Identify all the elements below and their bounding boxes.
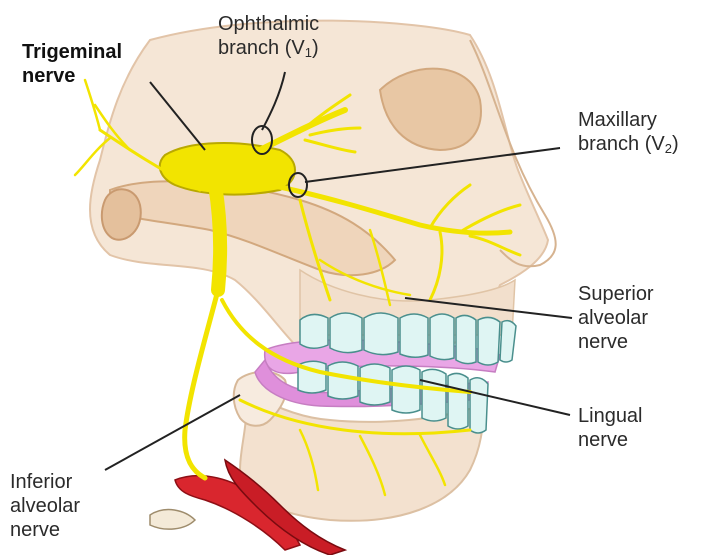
inferior-alveolar-leader — [105, 395, 240, 470]
lower-tooth — [422, 369, 446, 421]
label-line: nerve — [22, 64, 122, 88]
label-text: branch (V — [578, 133, 665, 155]
label-line: Superior — [578, 282, 654, 306]
lower-tooth — [470, 378, 488, 433]
label-line: alveolar — [578, 306, 654, 330]
label-lingual-nerve: Lingual nerve — [578, 404, 643, 452]
label-subscript: 2 — [665, 141, 672, 156]
label-text: branch (V — [218, 37, 305, 59]
ear-canal — [102, 189, 141, 239]
label-line: Ophthalmic — [218, 12, 319, 36]
label-subscript: 1 — [305, 45, 312, 60]
label-line: branch (V2) — [578, 132, 679, 161]
inferior-alveolar-nerve — [185, 290, 218, 478]
label-inferior-alveolar-nerve: Inferior alveolar nerve — [10, 470, 80, 542]
label-text: ) — [312, 37, 319, 59]
upper-tooth — [456, 315, 476, 363]
hyoid-tendon — [150, 510, 195, 530]
upper-tooth — [330, 313, 362, 353]
label-line: alveolar — [10, 494, 80, 518]
label-line: Inferior — [10, 470, 80, 494]
label-line: Lingual — [578, 404, 643, 428]
label-line: Trigeminal — [22, 40, 122, 64]
lower-tooth — [392, 366, 420, 413]
label-maxillary-branch: Maxillary branch (V2) — [578, 108, 679, 161]
lower-tooth — [448, 373, 468, 429]
nerve-trunk — [215, 185, 220, 290]
label-text: ) — [672, 133, 679, 155]
label-line: branch (V1) — [218, 36, 319, 65]
upper-tooth — [364, 313, 398, 355]
label-line: nerve — [578, 428, 643, 452]
label-line: nerve — [10, 518, 80, 542]
skull — [90, 21, 556, 350]
lower-tooth — [328, 362, 358, 399]
upper-tooth — [500, 321, 516, 362]
label-line: Maxillary — [578, 108, 679, 132]
label-ophthalmic-branch: Ophthalmic branch (V1) — [218, 12, 319, 65]
label-superior-alveolar-nerve: Superior alveolar nerve — [578, 282, 654, 354]
label-trigeminal-nerve: Trigeminal nerve — [22, 40, 122, 88]
upper-tooth — [300, 314, 328, 348]
upper-tooth — [400, 314, 428, 357]
upper-tooth — [478, 317, 500, 365]
label-line: nerve — [578, 330, 654, 354]
upper-tooth — [430, 314, 454, 360]
